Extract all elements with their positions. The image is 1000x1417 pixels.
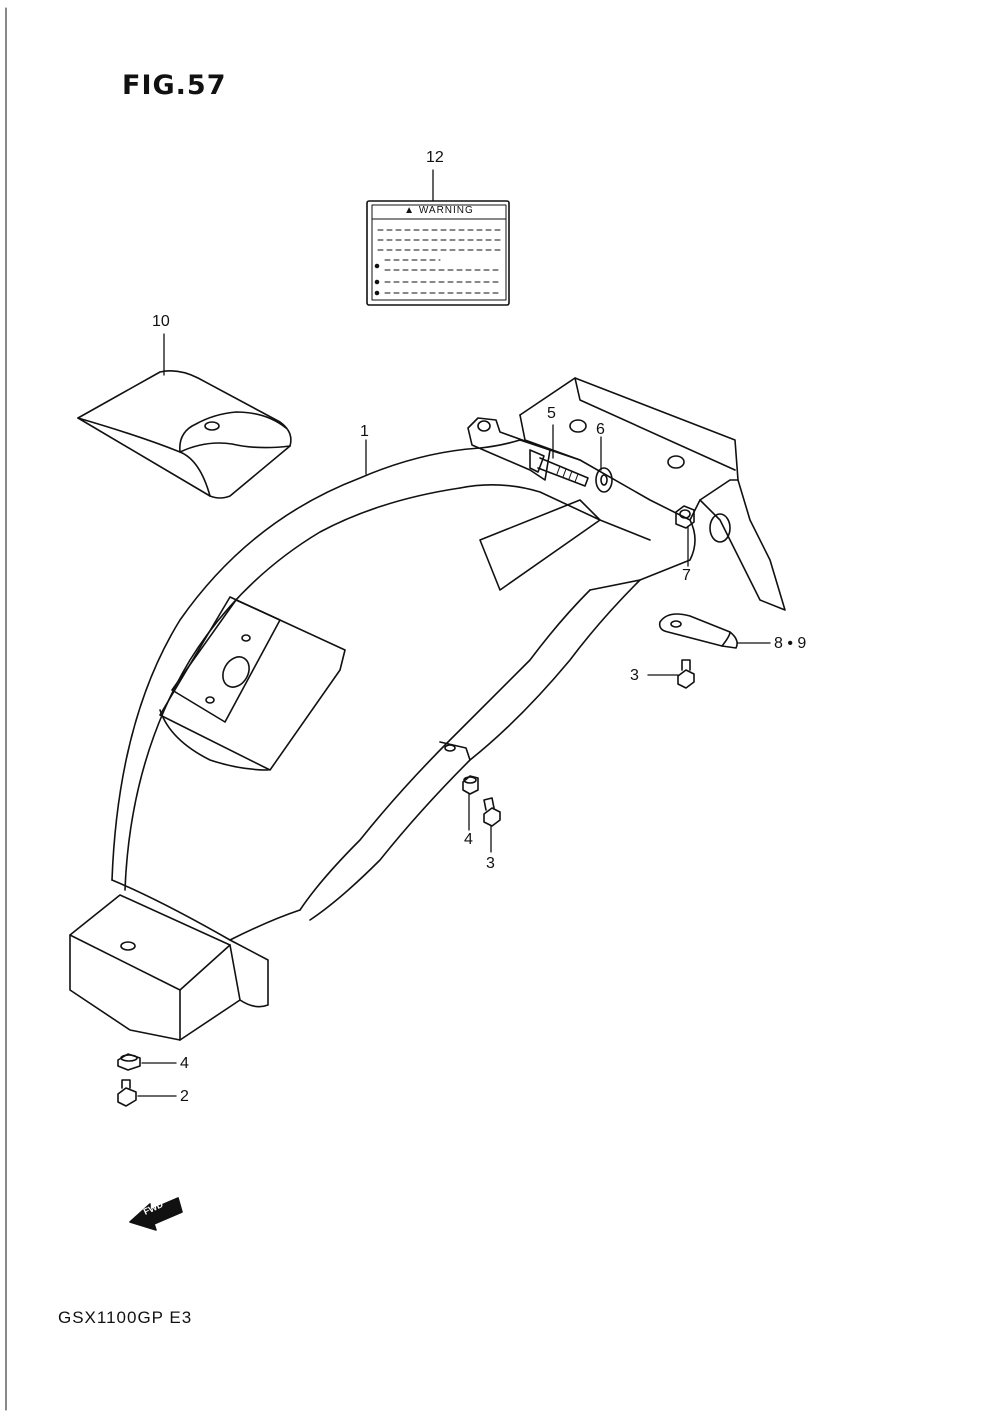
callout-7: 7 <box>682 567 691 584</box>
warning-label-part-12 <box>366 200 510 306</box>
seat-pad-part-10 <box>77 370 292 499</box>
model-code: GSX1100GP E3 <box>58 1308 193 1327</box>
rear-fender-part-1 <box>69 377 786 1041</box>
callout-8-9: 8 • 9 <box>774 635 807 652</box>
bolt-part-5 <box>529 449 589 487</box>
callout-2: 2 <box>180 1088 189 1105</box>
figure-title: FIG.57 <box>122 70 227 101</box>
screw-part-3-lower <box>483 797 501 827</box>
fwd-arrow-icon <box>129 1197 183 1231</box>
washer-part-6 <box>595 467 613 493</box>
nut-part-4-upper <box>462 775 479 795</box>
warning-label-heading: ▲ WARNING <box>404 205 474 216</box>
callout-6: 6 <box>596 421 605 438</box>
callout-1: 1 <box>360 423 369 440</box>
screw-part-3-upper <box>677 659 695 689</box>
callout-3-upper: 3 <box>630 667 639 684</box>
nut-part-4-lower <box>117 1053 141 1071</box>
leader-lines <box>137 169 771 1097</box>
callout-4-lower: 4 <box>180 1055 189 1072</box>
callout-12: 12 <box>426 149 444 166</box>
nut-part-7 <box>675 505 695 529</box>
screw-part-2 <box>117 1079 137 1107</box>
callout-10: 10 <box>152 313 170 330</box>
callout-3-lower: 3 <box>486 855 495 872</box>
clamp-part-8-9 <box>658 613 738 649</box>
callout-4-upper: 4 <box>464 831 473 848</box>
callout-5: 5 <box>547 405 556 422</box>
